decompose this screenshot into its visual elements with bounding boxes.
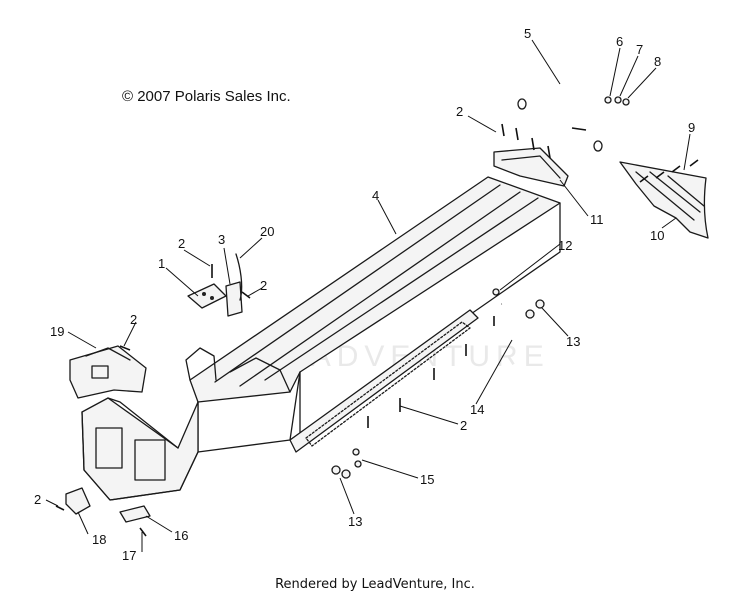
callout-20: 20	[260, 224, 274, 239]
strap-part-20	[235, 253, 243, 301]
bracket-part-19	[69, 345, 147, 399]
copyright-notice: © 2007 Polaris Sales Inc.	[122, 88, 291, 105]
front-chassis	[81, 347, 291, 501]
callout-6: 6	[616, 34, 623, 49]
callout-11: 11	[590, 212, 604, 227]
callout-5: 5	[524, 26, 531, 41]
bolt-part-17	[139, 527, 147, 537]
callout-9: 9	[688, 120, 695, 135]
grab-bar-part-5	[517, 64, 622, 152]
callout-18: 18	[92, 532, 106, 547]
bracket-part-18	[65, 487, 91, 515]
running-board	[289, 309, 479, 453]
tunnel-part-4	[189, 176, 561, 453]
callout-4: 4	[372, 188, 379, 203]
callout-13: 13	[566, 334, 580, 349]
callout-labels: 1 2 3 20 2 2 19 2 18 17 16 4 5 6 7 8 9 1…	[34, 26, 695, 563]
callout-7: 7	[636, 42, 643, 57]
callout-2: 2	[456, 104, 463, 119]
callout-2: 2	[260, 278, 267, 293]
callout-2: 2	[178, 236, 185, 251]
rack-part-11	[493, 147, 569, 187]
callout-2: 2	[460, 418, 467, 433]
callout-14: 14	[470, 402, 484, 417]
leader-lines	[45, 39, 691, 552]
bracket-part-16	[119, 505, 151, 523]
callout-2: 2	[34, 492, 41, 507]
bumper-part-14	[355, 300, 522, 466]
callout-3: 3	[218, 232, 225, 247]
callout-2: 2	[130, 312, 137, 327]
callout-1: 1	[158, 256, 165, 271]
callout-15: 15	[420, 472, 434, 487]
callout-12: 12	[558, 238, 572, 253]
callout-8: 8	[654, 54, 661, 69]
fasteners	[55, 96, 699, 511]
bracket-part-1	[187, 283, 227, 309]
callout-16: 16	[174, 528, 188, 543]
callout-13: 13	[348, 514, 362, 529]
footer-credit: Rendered by LeadVenture, Inc.	[275, 577, 475, 592]
bracket-part-3	[225, 281, 243, 317]
callout-10: 10	[650, 228, 664, 243]
callout-19: 19	[50, 324, 64, 339]
callout-17: 17	[122, 548, 136, 563]
